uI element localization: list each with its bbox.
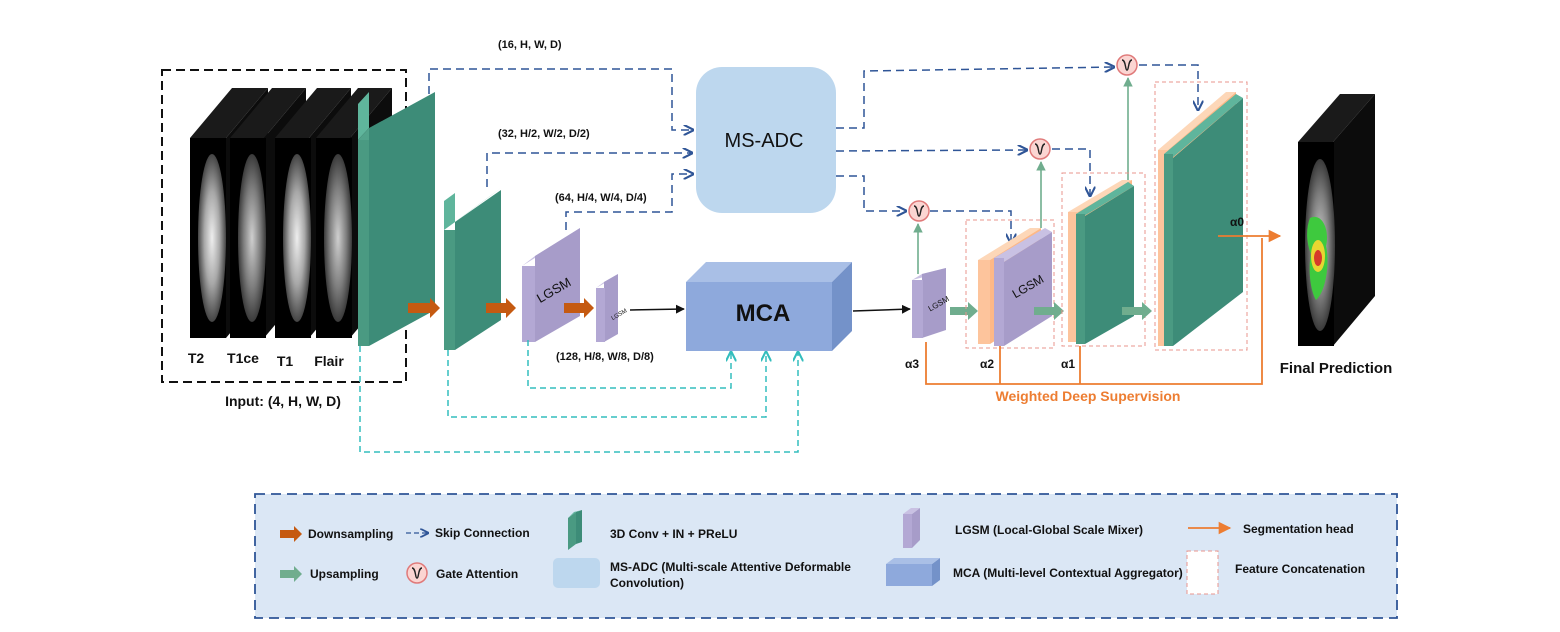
lgsm-block-small: LGSM bbox=[596, 274, 628, 342]
mca-label: MCA bbox=[736, 300, 791, 327]
shape-label-2: (32, H/2, W/2, D/2) bbox=[498, 128, 590, 140]
skip-line-level-1 bbox=[428, 68, 693, 130]
upsampling-arrow-1 bbox=[950, 302, 978, 320]
legend-panel bbox=[254, 493, 1398, 619]
deep-supervision-label: Weighted Deep Supervision bbox=[996, 388, 1181, 404]
concat-frame-0 bbox=[1154, 81, 1248, 351]
legend-gate-label: Gate Attention bbox=[436, 567, 518, 581]
alpha-2-label: α2 bbox=[980, 357, 994, 371]
lgsm-block-dec-3: LGSM bbox=[912, 268, 951, 338]
legend-gate-icon bbox=[406, 562, 428, 584]
mca-to-decoder-arrow bbox=[852, 304, 911, 314]
concat-frame-2 bbox=[965, 219, 1055, 349]
msadc-out-3 bbox=[836, 175, 906, 211]
legend-msadc-icon bbox=[553, 558, 600, 588]
legend-downsampling-label: Downsampling bbox=[308, 527, 393, 541]
modality-label-t2: T2 bbox=[188, 350, 205, 366]
msadc-block: MS-ADC bbox=[696, 67, 836, 213]
legend-upsampling-label: Upsampling bbox=[310, 567, 379, 581]
legend-mca-label: MCA (Multi-level Contextual Aggregator) bbox=[953, 566, 1183, 580]
gate-attention-icon-2 bbox=[1029, 138, 1051, 160]
deep-supervision-bracket bbox=[925, 238, 1263, 385]
conv-block-2 bbox=[444, 188, 501, 350]
alpha-1-label: α1 bbox=[1061, 357, 1075, 371]
legend-upsampling-icon bbox=[280, 566, 302, 582]
shape-label-3: (64, H/4, W/4, D/4) bbox=[555, 192, 647, 204]
gate-out-2 bbox=[1052, 148, 1090, 196]
msadc-out-1 bbox=[836, 67, 1114, 129]
legend-msadc-label-1: MS-ADC (Multi-scale Attentive Deformable bbox=[610, 560, 851, 574]
upsampling-arrow-2 bbox=[1034, 302, 1064, 320]
legend-lgsm-label: LGSM (Local-Global Scale Mixer) bbox=[955, 523, 1143, 537]
msadc-out-2 bbox=[835, 150, 1027, 151]
concat-frame-1 bbox=[1061, 172, 1146, 347]
downsampling-arrow-3 bbox=[564, 298, 594, 318]
concat-block-0 bbox=[1158, 92, 1243, 346]
concat-block-1 bbox=[1068, 180, 1134, 344]
cyan-skip-2 bbox=[447, 350, 766, 418]
upsampling-arrow-3 bbox=[1122, 302, 1152, 320]
skip-line-level-3 bbox=[565, 174, 693, 230]
legend-msadc-label-2: Convolution) bbox=[610, 576, 684, 590]
modality-label-flair: Flair bbox=[314, 353, 344, 369]
mca-block: MCA bbox=[686, 262, 852, 351]
alpha-0-label: α0 bbox=[1230, 215, 1244, 229]
legend-lgsm-icon bbox=[903, 508, 920, 548]
alpha-3-label: α3 bbox=[905, 357, 919, 371]
cyan-skip-3 bbox=[359, 346, 798, 453]
shape-label-1: (16, H, W, D) bbox=[498, 39, 562, 51]
legend-concat-icon bbox=[1186, 550, 1219, 595]
gate-attention-icon-3 bbox=[908, 200, 930, 222]
skip-line-level-2 bbox=[486, 153, 692, 187]
legend-conv-icon bbox=[568, 510, 582, 550]
legend-conv-label: 3D Conv + IN + PReLU bbox=[610, 527, 737, 541]
conv-block-1 bbox=[358, 92, 435, 346]
legend-mca-icon bbox=[886, 558, 940, 586]
modality-label-t1: T1 bbox=[277, 353, 294, 369]
legend-seghead-label: Segmentation head bbox=[1243, 522, 1354, 536]
gate-attention-icon-1 bbox=[1116, 54, 1138, 76]
lgsm-block-enc: LGSM bbox=[522, 228, 580, 342]
concat-block-2: LGSM bbox=[978, 228, 1052, 346]
msadc-label: MS-ADC bbox=[725, 130, 804, 152]
legend-skip-label: Skip Connection bbox=[435, 526, 530, 540]
legend-concat-label: Feature Concatenation bbox=[1235, 562, 1365, 576]
gate-out-1 bbox=[1139, 64, 1198, 110]
gate-out-3 bbox=[930, 210, 1011, 243]
cyan-skip-1 bbox=[527, 340, 731, 389]
final-prediction-image bbox=[1298, 94, 1375, 346]
modality-label-t1ce: T1ce bbox=[227, 350, 259, 366]
small-to-mca-arrow bbox=[629, 304, 685, 314]
final-prediction-label: Final Prediction bbox=[1280, 360, 1393, 377]
shape-label-4: (128, H/8, W/8, D/8) bbox=[556, 351, 654, 363]
legend-downsampling-icon bbox=[280, 526, 302, 542]
downsampling-arrow-2 bbox=[486, 298, 516, 318]
input-caption: Input: (4, H, W, D) bbox=[225, 393, 341, 409]
downsampling-arrow-1 bbox=[408, 298, 440, 318]
